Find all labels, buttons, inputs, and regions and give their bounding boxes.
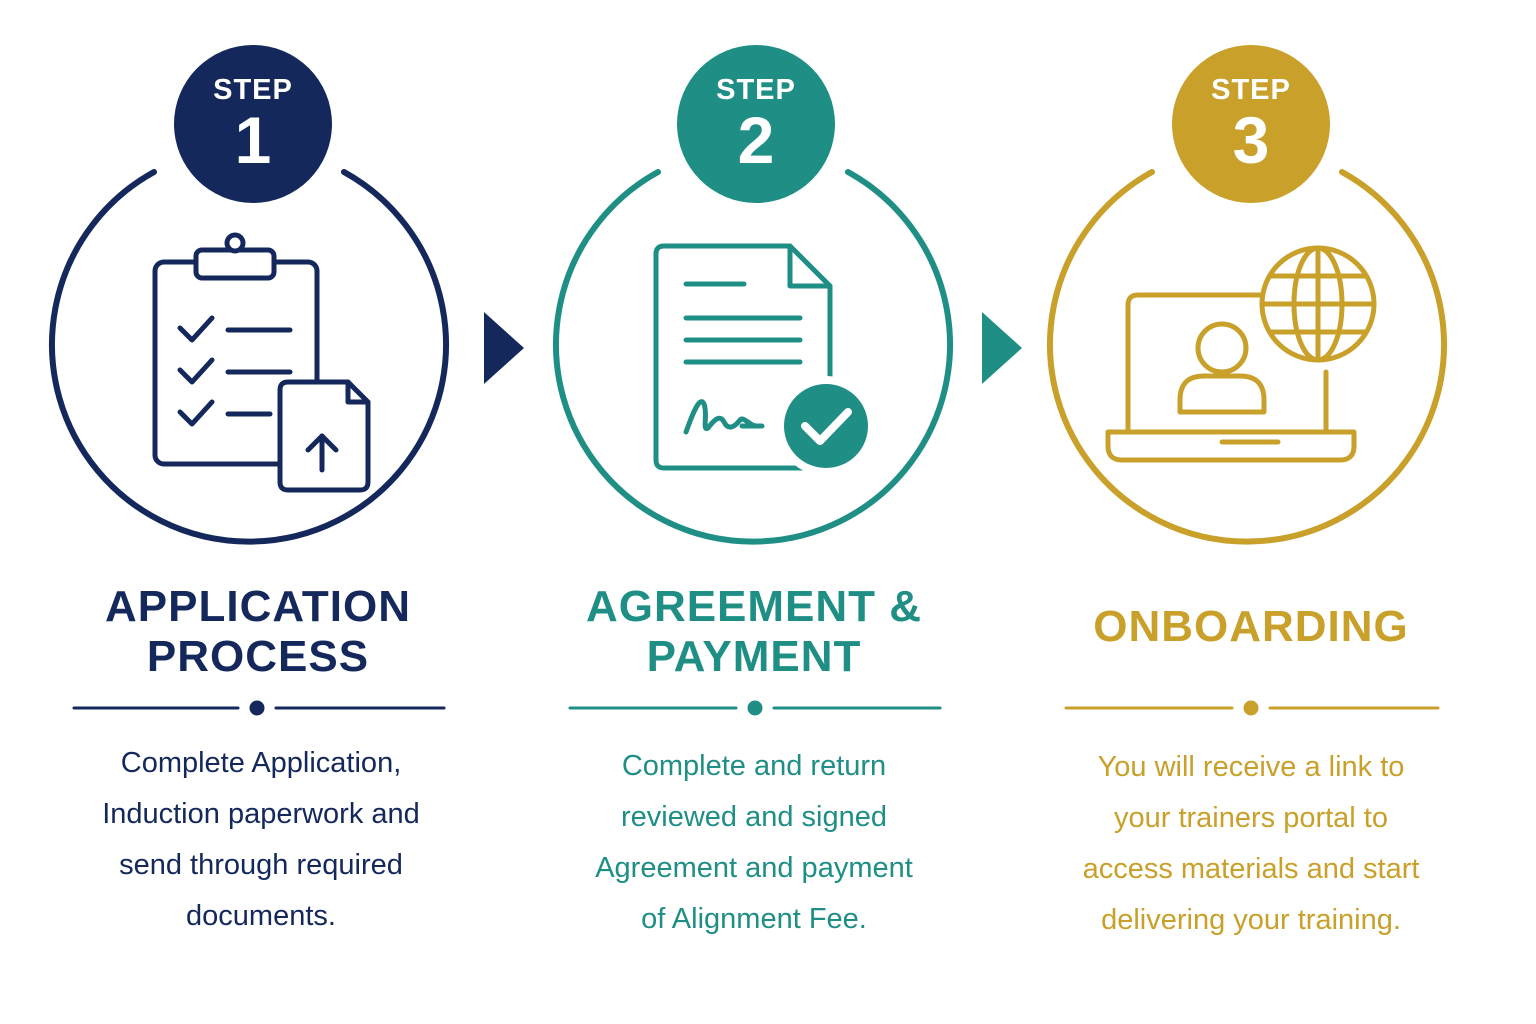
step-1-badge — [174, 45, 332, 203]
step-1-description: Complete Application, Induction paperwor… — [41, 738, 481, 942]
step-3-graphics — [1047, 45, 1447, 716]
step-3-title-line: ONBOARDING — [1093, 602, 1409, 651]
step-1-graphics — [49, 45, 524, 716]
step-2-badge-label: STEP 2 — [676, 74, 836, 173]
step-3-badge — [1172, 45, 1330, 203]
step-1-ring — [49, 169, 449, 545]
step-1-description-line: Complete Application, — [120, 747, 402, 779]
step-2-arrow — [982, 312, 1022, 384]
step-2-title-line: AGREEMENT & — [585, 582, 923, 631]
step-2-description: Complete and return reviewed and signed … — [534, 741, 974, 945]
step-2-ring — [553, 169, 953, 545]
step-2-badge-number: 2 — [737, 103, 775, 177]
step-2-divider — [568, 700, 942, 716]
step-3-description-line: delivering your training. — [1101, 904, 1401, 936]
laptop-user-globe-icon — [1105, 245, 1377, 463]
step-1-badge-label: STEP 1 — [173, 74, 333, 173]
step-2-description-line: reviewed and signed — [620, 801, 887, 833]
step-3-description-line: You will receive a link to — [1097, 751, 1405, 783]
step-3-description-line: your trainers portal to — [1113, 802, 1388, 834]
step-1-title-line: APPLICATION — [105, 582, 411, 631]
step-1-arrow — [484, 312, 524, 384]
step-2-description-line: Complete and return — [621, 750, 887, 782]
step-3-description-line: access materials and start — [1082, 853, 1420, 885]
step-3-description: You will receive a link to your trainers… — [1031, 742, 1471, 946]
step-2-description-line: Agreement and payment — [595, 852, 913, 884]
step-2-title: AGREEMENT & PAYMENT — [534, 582, 974, 682]
step-1-title: APPLICATION PROCESS — [38, 582, 478, 682]
signed-document-check-icon — [653, 243, 876, 476]
step-3-title: ONBOARDING — [1031, 602, 1471, 652]
step-3-ring — [1047, 169, 1447, 545]
step-1-divider — [72, 700, 446, 716]
step-2-badge — [677, 45, 835, 203]
step-2-description-line: of Alignment Fee. — [641, 903, 867, 935]
step-1-description-line: Induction paperwork and — [102, 798, 420, 830]
step-2-title-line: PAYMENT — [646, 632, 862, 681]
step-1-badge-number: 1 — [234, 103, 272, 177]
step-3-divider — [1064, 700, 1440, 716]
step-1-description-line: documents. — [186, 900, 336, 932]
step-2-badge-word: STEP — [716, 74, 796, 106]
step-1-description-line: send through required — [119, 849, 403, 881]
step-2-graphics — [553, 45, 1022, 716]
step-3-badge-number: 3 — [1232, 103, 1270, 177]
step-3-badge-label: STEP 3 — [1171, 74, 1331, 173]
step-1-title-line: PROCESS — [146, 632, 370, 681]
clipboard-checklist-upload-icon — [152, 232, 371, 493]
step-1-badge-word: STEP — [213, 74, 293, 106]
step-3-badge-word: STEP — [1211, 74, 1291, 106]
